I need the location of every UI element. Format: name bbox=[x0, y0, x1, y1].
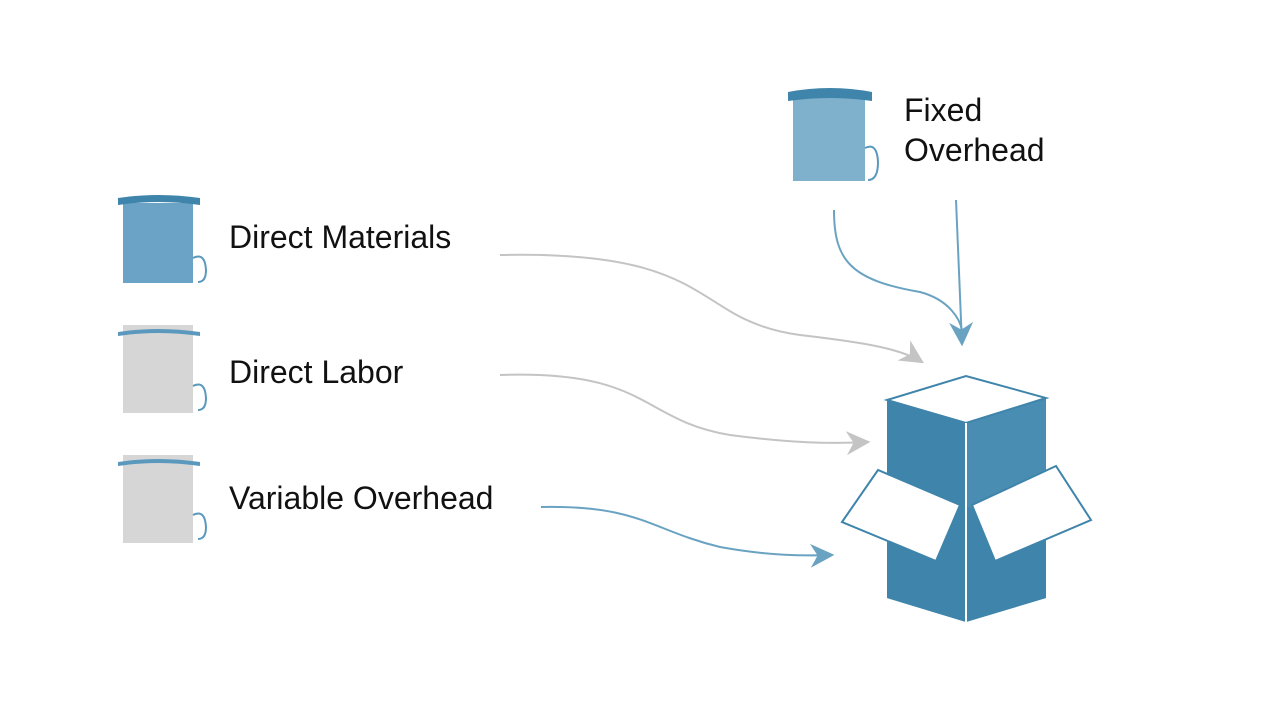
fixed-overhead-container-icon bbox=[788, 88, 880, 181]
variable-overhead-label: Variable Overhead bbox=[229, 480, 494, 516]
arrow-fixed-overhead-1 bbox=[833, 209, 963, 331]
direct-labor-label: Direct Labor bbox=[229, 354, 404, 390]
direct-materials-container-icon bbox=[118, 195, 208, 283]
direct-materials-label: Direct Materials bbox=[229, 219, 452, 255]
arrow-direct-materials bbox=[499, 253, 925, 364]
arrow-direct-labor bbox=[499, 373, 871, 456]
arrow-fixed-overhead-2 bbox=[949, 199, 974, 347]
open-box-icon bbox=[840, 374, 1093, 622]
direct-labor-container-icon bbox=[118, 325, 208, 413]
arrow-variable-overhead bbox=[540, 505, 835, 568]
fixed-overhead-label: Fixed Overhead bbox=[904, 92, 1045, 168]
variable-overhead-container-icon bbox=[118, 455, 208, 543]
